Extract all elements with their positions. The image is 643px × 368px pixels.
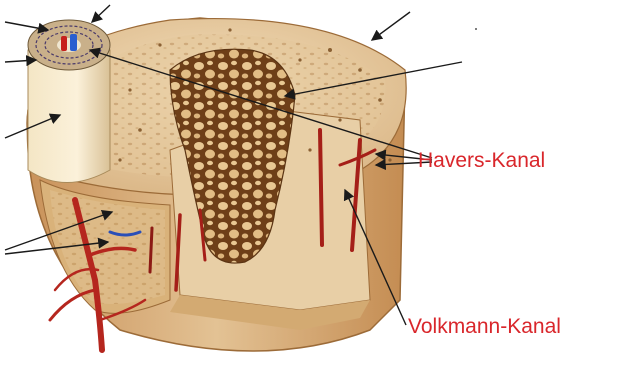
havers-canal-label: Havers-Kanal [418,150,545,171]
havers-artery [61,36,67,51]
leader-line [372,12,410,40]
leader-line [92,5,110,22]
havers-vein [70,34,77,51]
havers-canal-center [57,38,81,52]
volkmann-canal-label: Volkmann-Kanal [408,316,561,337]
volkmann-vessel-1 [320,130,322,245]
stray-dot [475,28,477,30]
havers-vessel-3 [150,228,152,272]
